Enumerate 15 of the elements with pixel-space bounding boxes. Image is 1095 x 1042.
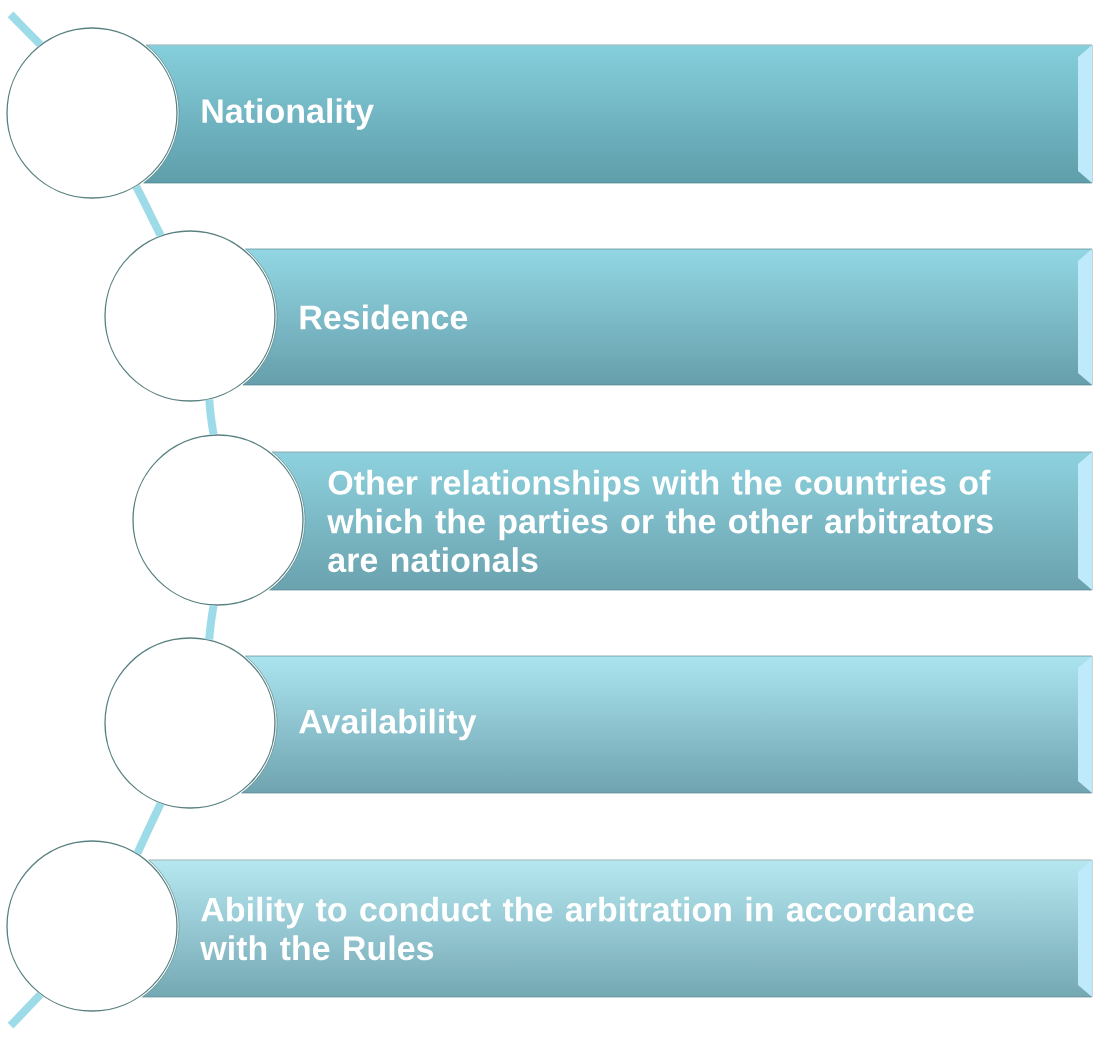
arc-line <box>205 399 218 436</box>
arc-line <box>7 11 44 48</box>
circle <box>104 637 276 809</box>
band: Other relationships with the countries of which the parties or the other arbitrators are nationals <box>269 451 1093 591</box>
circle <box>6 27 178 199</box>
arc-line <box>132 184 165 238</box>
band: Availability <box>241 655 1093 794</box>
band: Nationality <box>143 44 1093 184</box>
arc-line <box>133 801 165 855</box>
band: Ability to conduct the arbitration in accordance with the Rules <box>141 859 1093 998</box>
circle <box>132 434 304 606</box>
arc-line <box>7 991 44 1029</box>
circle <box>6 840 178 1012</box>
circle <box>104 230 276 402</box>
band: Residence <box>242 248 1093 386</box>
